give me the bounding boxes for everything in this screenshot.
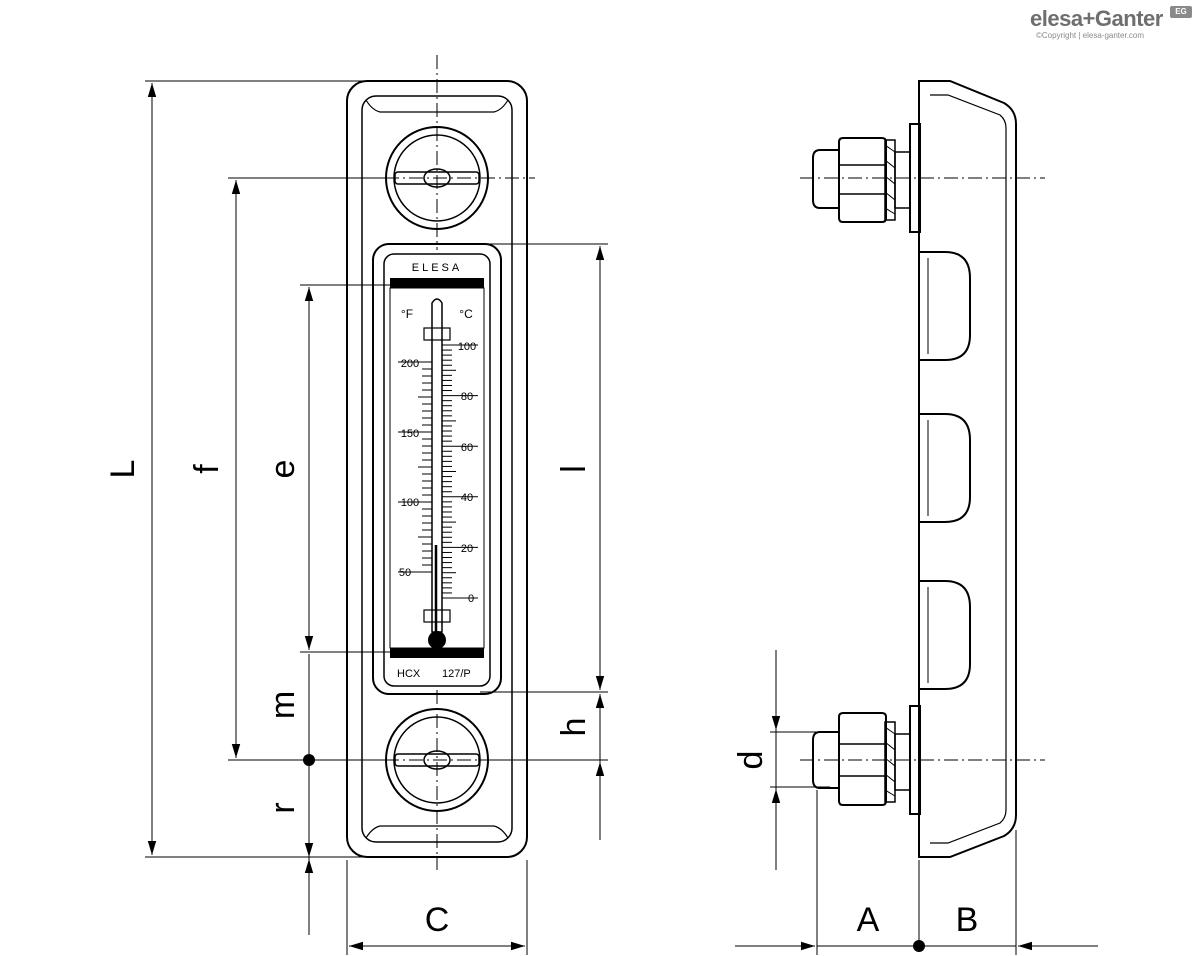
side-lug-1 xyxy=(919,251,971,361)
side-lug-2 xyxy=(919,413,971,523)
scale-c-label: 100 xyxy=(458,341,476,353)
scale-f-label: 200 xyxy=(401,358,419,370)
gauge-window xyxy=(383,253,491,687)
unit-c-label: °C xyxy=(459,307,473,321)
side-body xyxy=(918,80,1017,858)
brand-logo: elesa+Ganter EG ©Copyright | elesa-gante… xyxy=(1030,6,1195,46)
side-centerlines xyxy=(800,177,1045,761)
front-dimension-lines xyxy=(147,83,605,951)
scale-c-label: 0 xyxy=(468,593,474,605)
scale-f-label: 150 xyxy=(401,428,419,440)
dim-d-label: d xyxy=(732,751,770,770)
scale-c-label: 40 xyxy=(461,492,473,504)
model-right-label: 127/P xyxy=(442,668,471,680)
brand-copyright: ©Copyright | elesa-ganter.com xyxy=(1036,31,1145,40)
side-origin-dot xyxy=(913,940,925,952)
dim-r-label: r xyxy=(264,802,302,813)
scale-c-ticks xyxy=(442,344,478,599)
scale-c-label: 20 xyxy=(461,543,473,555)
scale-c-label: 80 xyxy=(461,391,473,403)
brand-logo-text: elesa+Ganter xyxy=(1030,6,1163,31)
dim-h-label: h xyxy=(555,718,593,737)
dim-A-label: A xyxy=(857,901,880,939)
scale-f-label: 100 xyxy=(401,497,419,509)
dim-l-label: l xyxy=(555,465,593,473)
dim-B-label: B xyxy=(956,901,979,939)
brand-badge: EG xyxy=(1170,6,1192,18)
dim-C-label: C xyxy=(425,901,450,939)
model-left-label: HCX xyxy=(397,668,421,680)
gauge-brand-label: ELESA xyxy=(412,262,462,274)
scale-f-ticks xyxy=(398,361,432,573)
scale-c-label: 60 xyxy=(461,442,473,454)
side-dimension-lines xyxy=(735,650,1098,955)
side-view xyxy=(812,80,1017,858)
scale-f-label: 50 xyxy=(399,567,411,579)
dim-origin-dot xyxy=(303,754,315,766)
dim-L-label: L xyxy=(104,460,142,479)
unit-f-label: °F xyxy=(401,307,413,321)
front-extension-lines xyxy=(145,80,608,955)
dim-m-label: m xyxy=(264,691,302,719)
dim-f-label: f xyxy=(188,464,226,474)
dim-e-label: e xyxy=(264,460,302,479)
side-lug-3 xyxy=(919,580,971,690)
